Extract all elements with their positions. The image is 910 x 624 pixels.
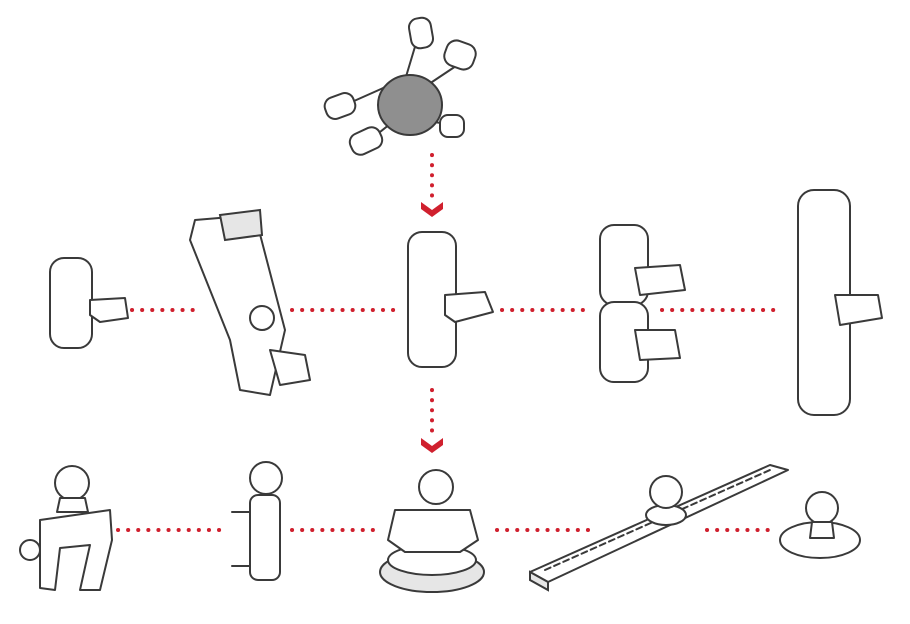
round-plate-base-icon bbox=[779, 491, 861, 559]
connector-lines bbox=[116, 153, 782, 532]
handlebar-rail-base-icon bbox=[231, 461, 283, 581]
short-socket-arm-icon bbox=[49, 257, 129, 349]
phone-holder-cradle-icon bbox=[323, 16, 477, 156]
long-socket-arm-icon bbox=[797, 189, 883, 416]
down-arrow-icon bbox=[421, 202, 443, 217]
suction-cup-base-icon bbox=[379, 469, 485, 593]
down-arrow-icon bbox=[421, 438, 443, 453]
double-arm-with-clamp-icon bbox=[189, 208, 311, 396]
double-socket-arm-icon bbox=[599, 224, 686, 383]
medium-socket-arm-icon bbox=[407, 231, 494, 368]
track-base-icon bbox=[529, 464, 789, 592]
tough-claw-base-icon bbox=[19, 465, 113, 591]
